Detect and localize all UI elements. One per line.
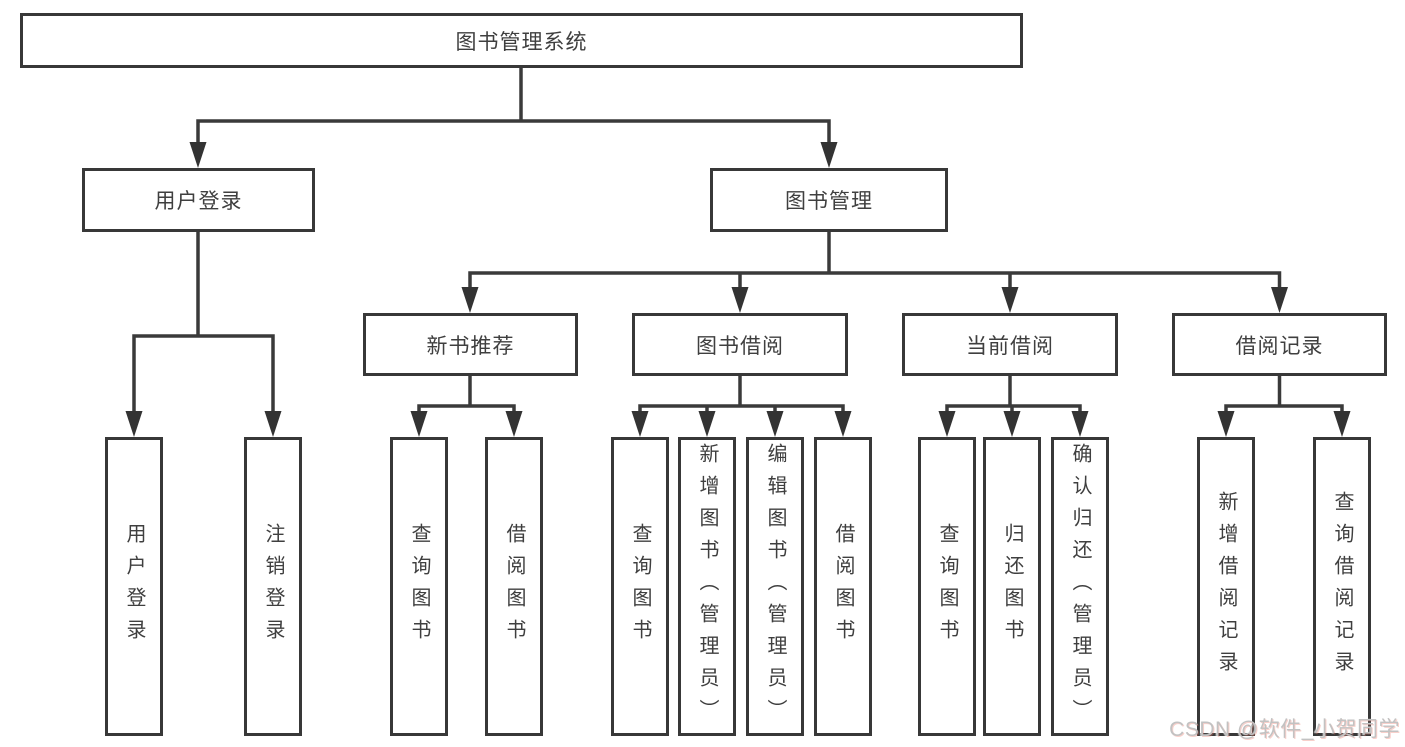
leaf-label: 借阅图书: [503, 522, 525, 651]
leaf-borrow-book-recommend: 借阅图书: [485, 437, 543, 736]
leaf-confirm-return-admin: 确认归还（管理员）: [1051, 437, 1109, 736]
leaf-label: 编辑图书（管理员）: [764, 442, 786, 731]
leaf-query-book-current: 查询图书: [918, 437, 976, 736]
leaf-label: 新增图书（管理员）: [696, 442, 718, 731]
node-book-management: 图书管理: [710, 168, 948, 232]
leaf-return-book: 归还图书: [983, 437, 1041, 736]
leaf-label: 查询图书: [408, 522, 430, 651]
leaf-label: 借阅图书: [832, 522, 854, 651]
node-borrow-record: 借阅记录: [1172, 313, 1387, 376]
leaf-query-borrow-record: 查询借阅记录: [1313, 437, 1371, 736]
node-user-login: 用户登录: [82, 168, 315, 232]
node-label: 图书借阅: [696, 334, 784, 358]
node-label: 当前借阅: [966, 334, 1054, 358]
node-label: 图书管理系统: [455, 30, 588, 54]
leaf-label: 用户登录: [123, 522, 145, 651]
leaf-logout: 注销登录: [244, 437, 302, 736]
node-label: 借阅记录: [1235, 334, 1324, 358]
node-label: 图书管理: [785, 190, 873, 213]
node-label: 新书推荐: [426, 334, 515, 358]
leaf-label: 注销登录: [262, 522, 284, 651]
node-book-borrow: 图书借阅: [632, 313, 848, 376]
leaf-label: 查询借阅记录: [1331, 490, 1353, 683]
leaf-user-login: 用户登录: [105, 437, 163, 736]
leaf-query-book-recommend: 查询图书: [390, 437, 448, 736]
leaf-label: 归还图书: [1001, 522, 1023, 651]
leaf-label: 查询图书: [936, 522, 958, 651]
node-new-book-recommend: 新书推荐: [363, 313, 578, 376]
node-current-borrow: 当前借阅: [902, 313, 1118, 376]
arrowheads: [125, 142, 1351, 437]
leaf-edit-book-admin: 编辑图书（管理员）: [746, 437, 804, 736]
leaf-label: 查询图书: [629, 522, 651, 651]
leaf-borrow-book: 借阅图书: [814, 437, 872, 736]
leaf-label: 新增借阅记录: [1215, 490, 1237, 683]
leaf-add-book-admin: 新增图书（管理员）: [678, 437, 736, 736]
leaf-query-book-borrow: 查询图书: [611, 437, 669, 736]
leaf-label: 确认归还（管理员）: [1069, 442, 1091, 731]
leaf-add-borrow-record: 新增借阅记录: [1197, 437, 1255, 736]
node-label: 用户登录: [154, 190, 243, 213]
node-library-management-system: 图书管理系统: [20, 13, 1023, 68]
